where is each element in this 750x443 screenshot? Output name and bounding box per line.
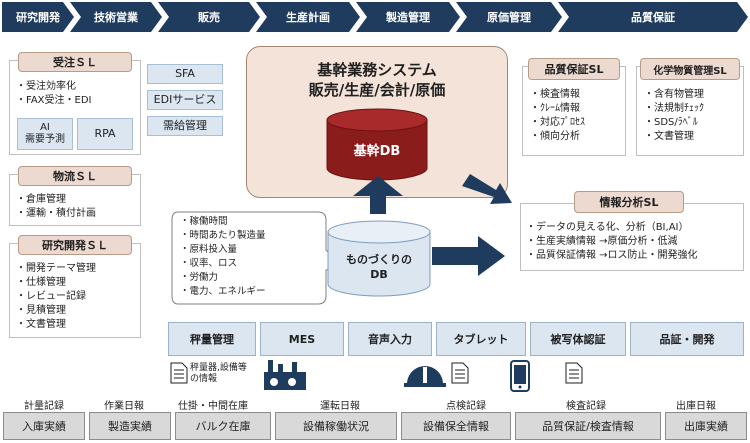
arrow-diagonal-to-analysis bbox=[462, 174, 512, 204]
scale-note-line2: の情報 bbox=[190, 374, 218, 384]
ai-demand-forecast-chip: AI 需要予測 bbox=[17, 118, 73, 150]
list-item: ・データの見える化、分析（BI,AI） bbox=[526, 222, 689, 233]
record-operation-daily: 運転日報 bbox=[320, 401, 360, 412]
helmet-icon bbox=[404, 366, 446, 387]
chem-sl-title: 化学物質管理SL bbox=[640, 58, 740, 80]
scale-note: 秤量器,設備等 の情報 bbox=[190, 363, 247, 385]
arrow-right-to-analysis bbox=[432, 236, 505, 276]
list-item: ・FAX受注・EDI bbox=[16, 95, 92, 106]
core-db-label: 基幹DB bbox=[353, 144, 401, 159]
rd-sl-list: ・開発テーマ管理 ・仕様管理 ・レビュー記録 ・見積管理 ・文書管理 bbox=[16, 262, 96, 332]
order-sl-list: ・受注効率化 ・FAX受注・EDI bbox=[16, 80, 92, 108]
process-step-quality: 品質保証 bbox=[558, 2, 748, 32]
record-inspection-check: 点検記録 bbox=[446, 401, 486, 412]
process-step-cost: 原価管理 bbox=[456, 2, 562, 32]
checklist-icon bbox=[451, 362, 469, 384]
record-shipping-daily: 出庫日報 bbox=[676, 401, 716, 412]
process-step-tech-sales: 技術営業 bbox=[70, 2, 162, 32]
record-weighing: 計量記録 bbox=[24, 401, 64, 412]
core-title-line1: 基幹業務システム bbox=[317, 61, 437, 79]
process-step-manufacturing: 製造管理 bbox=[356, 2, 460, 32]
list-item: ・文書管理 bbox=[644, 131, 694, 142]
list-item: ・法規制ﾁｪｯｸ bbox=[644, 103, 704, 114]
record-wip-stock: 仕掛・中間在庫 bbox=[178, 401, 248, 412]
core-system-title: 基幹業務システム 販売/生産/会計/原価 bbox=[246, 60, 508, 100]
rpa-chip: RPA bbox=[77, 118, 133, 150]
process-step-sales: 販売 bbox=[158, 2, 260, 32]
list-item: ・含有物管理 bbox=[644, 89, 704, 100]
process-step-rd: 研究開発 bbox=[2, 2, 74, 32]
edi-service-chip: EDIサービス bbox=[147, 90, 223, 110]
supply-demand-chip: 需給管理 bbox=[147, 116, 223, 136]
document-icon bbox=[170, 362, 188, 384]
bottom-equipment-status: 設備稼働状況 bbox=[275, 412, 397, 440]
sfa-chip: SFA bbox=[147, 64, 223, 84]
bottom-qa-inspection-info: 品質保証/検査情報 bbox=[515, 412, 661, 440]
list-item: ・品質保証情報 →ロス防止・開発強化 bbox=[526, 250, 698, 261]
bottom-maintenance-info: 設備保全情報 bbox=[401, 412, 511, 440]
report-icon bbox=[565, 362, 583, 384]
callout-bubble bbox=[171, 211, 330, 305]
list-item: ・時間あたり製造量 bbox=[180, 230, 266, 241]
list-item: ・SDS/ﾗﾍﾞﾙ bbox=[644, 117, 698, 128]
record-work-daily: 作業日報 bbox=[104, 401, 144, 412]
list-item: ・レビュー記録 bbox=[16, 291, 86, 302]
list-item: ・収率、ロス bbox=[180, 258, 238, 269]
record-inspection: 検査記録 bbox=[566, 401, 606, 412]
core-title-line2: 販売/生産/会計/原価 bbox=[308, 81, 446, 99]
analysis-sl-panel bbox=[520, 203, 744, 271]
mono-db-cylinder bbox=[327, 220, 431, 297]
rd-sl-title: 研究開発ＳＬ bbox=[18, 235, 132, 255]
smartphone-icon bbox=[510, 360, 530, 392]
callout-list: ・稼働時間 ・時間あたり製造量 ・原料投入量 ・収率、ロス ・労働力 ・電力、エ… bbox=[180, 215, 266, 299]
bottom-shipping-results: 出庫実績 bbox=[665, 412, 747, 440]
bottom-receipt-results: 入庫実績 bbox=[3, 412, 85, 440]
qa-sl-list: ・検査情報 ・ｸﾚｰﾑ情報 ・対応ﾌﾟﾛｾｽ ・傾向分析 bbox=[530, 88, 585, 144]
list-item: ・倉庫管理 bbox=[16, 194, 66, 205]
tool-mes: MES bbox=[260, 322, 344, 356]
bottom-production-results: 製造実績 bbox=[89, 412, 171, 440]
logistics-sl-list: ・倉庫管理 ・運輸・積付計画 bbox=[16, 193, 96, 221]
scale-note-line1: 秤量器,設備等 bbox=[190, 363, 247, 373]
order-sl-title: 受注ＳＬ bbox=[18, 52, 132, 72]
tool-weighing: 秤量管理 bbox=[168, 322, 256, 356]
list-item: ・開発テーマ管理 bbox=[16, 263, 96, 274]
list-item: ・対応ﾌﾟﾛｾｽ bbox=[530, 117, 585, 128]
analysis-sl-list: ・データの見える化、分析（BI,AI） ・生産実績情報 →原価分析・低減 ・品質… bbox=[526, 221, 698, 263]
list-item: ・原料投入量 bbox=[180, 244, 238, 255]
list-item: ・検査情報 bbox=[530, 89, 580, 100]
chem-sl-panel bbox=[636, 66, 744, 156]
process-step-production-plan: 生産計画 bbox=[256, 2, 360, 32]
mono-db-label: ものづくりの DB bbox=[326, 252, 432, 282]
tool-tablet: タブレット bbox=[436, 322, 526, 356]
qa-sl-title: 品質保証SL bbox=[528, 58, 620, 80]
analysis-sl-title: 情報分析SL bbox=[574, 191, 684, 213]
tool-subject-auth: 被写体認証 bbox=[530, 322, 626, 356]
chem-sl-list: ・含有物管理 ・法規制ﾁｪｯｸ ・SDS/ﾗﾍﾞﾙ ・文書管理 bbox=[644, 88, 704, 144]
core-db-cylinder bbox=[326, 108, 428, 181]
factory-icon bbox=[264, 360, 306, 390]
logistics-sl-title: 物流ＳＬ bbox=[18, 166, 132, 186]
qa-sl-panel bbox=[522, 66, 626, 156]
arrow-up-to-core bbox=[353, 176, 403, 214]
list-item: ・仕様管理 bbox=[16, 277, 66, 288]
mono-db-line2: DB bbox=[370, 268, 388, 281]
list-item: ・生産実績情報 →原価分析・低減 bbox=[526, 236, 678, 247]
mono-db-line1: ものづくりの bbox=[346, 253, 412, 266]
tool-voice-input: 音声入力 bbox=[348, 322, 432, 356]
list-item: ・文書管理 bbox=[16, 319, 66, 330]
list-item: ・電力、エネルギー bbox=[180, 286, 266, 297]
list-item: ・傾向分析 bbox=[530, 131, 580, 142]
list-item: ・ｸﾚｰﾑ情報 bbox=[530, 103, 580, 114]
tool-qa-dev: 品証・開発 bbox=[630, 322, 744, 356]
list-item: ・労働力 bbox=[180, 272, 219, 283]
list-item: ・運輸・積付計画 bbox=[16, 208, 96, 219]
list-item: ・受注効率化 bbox=[16, 81, 76, 92]
list-item: ・見積管理 bbox=[16, 305, 66, 316]
list-item: ・稼働時間 bbox=[180, 216, 228, 227]
rd-sl-panel bbox=[9, 243, 141, 338]
bottom-bulk-stock: バルク在庫 bbox=[175, 412, 271, 440]
